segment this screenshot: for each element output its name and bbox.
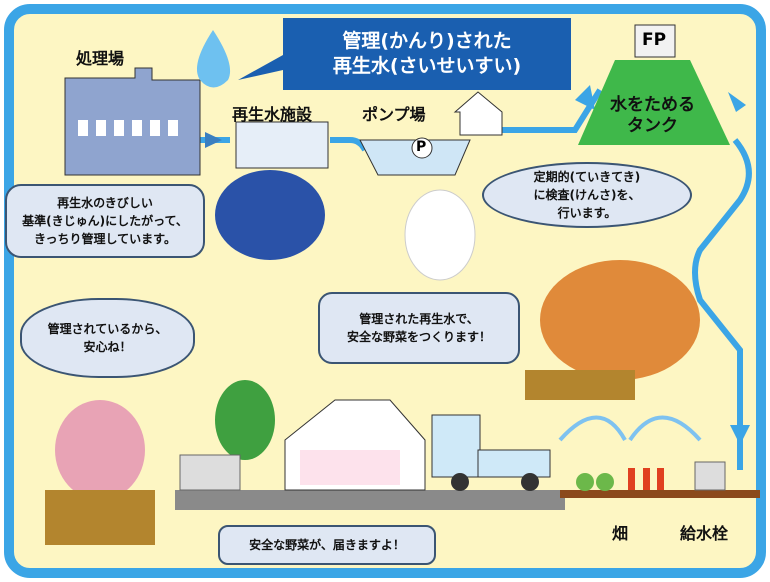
facility-workers bbox=[215, 170, 325, 260]
water-pipe-to-field bbox=[692, 138, 752, 470]
arrow-icon bbox=[205, 132, 222, 148]
tank-label-line: タンク bbox=[627, 116, 678, 137]
bubble-line: 管理された再生水で、 bbox=[359, 312, 479, 326]
label-hydrant: 給水栓 bbox=[680, 524, 729, 543]
bubble-line: 再生水のきびしい bbox=[57, 196, 153, 210]
bubble-line: に検査(けんさ)を、 bbox=[533, 188, 641, 202]
pump-marker: P bbox=[416, 139, 427, 155]
bubble-line: 安心ね！ bbox=[83, 340, 132, 354]
consumer bbox=[55, 400, 145, 500]
sprinkler-water bbox=[558, 415, 702, 442]
tank-label: 水をためる タンク bbox=[590, 95, 715, 138]
truck bbox=[431, 414, 481, 478]
factory-windows bbox=[78, 120, 178, 136]
pump-house bbox=[453, 91, 503, 136]
bubble-line: 安全な野菜が、届きますよ！ bbox=[249, 538, 405, 552]
water-tank bbox=[578, 60, 730, 145]
arrow-icon bbox=[575, 85, 595, 110]
bubble-delivery: 安全な野菜が、届きますよ！ bbox=[218, 525, 436, 565]
hydrant-box bbox=[694, 461, 726, 491]
crops bbox=[576, 468, 664, 491]
label-treatment-plant: 処理場 bbox=[76, 49, 125, 68]
bubble-line: 基準(きじゅん)にしたがって、 bbox=[22, 214, 188, 228]
bubble-consumer: 管理されているから、安心ね！ bbox=[20, 298, 195, 378]
label-pump-station: ポンプ場 bbox=[362, 105, 426, 124]
fp-marker: FP bbox=[642, 30, 667, 50]
road bbox=[175, 490, 565, 510]
arrow-icon bbox=[730, 425, 750, 445]
title-line: 管理(かんり)された bbox=[342, 30, 512, 53]
cashier bbox=[215, 380, 275, 460]
bubble-line: 定期的(ていきてき) bbox=[533, 170, 641, 184]
bubble-line: 管理されているから、 bbox=[47, 322, 168, 336]
title-box: 管理(かんり)された 再生水(さいせいすい) bbox=[283, 18, 571, 90]
farmers bbox=[540, 260, 700, 380]
inspector bbox=[404, 189, 476, 281]
consumer-basket bbox=[45, 490, 155, 545]
arrow-icon bbox=[728, 92, 746, 112]
title-line: 再生水(さいせいすい) bbox=[332, 55, 522, 77]
bubble-line: 行います。 bbox=[557, 206, 617, 220]
bubble-farmer: 管理された再生水で、安全な野菜をつくります！ bbox=[318, 292, 520, 364]
bubble-facility: 再生水のきびしい基準(きじゅん)にしたがって、きっちり管理しています。 bbox=[5, 184, 205, 258]
bubble-line: きっちり管理しています。 bbox=[34, 232, 176, 246]
reclaimed-water-facility bbox=[235, 121, 329, 169]
bubble-inspection: 定期的(ていきてき) に検査(けんさ)を、行います。 bbox=[482, 162, 692, 228]
register bbox=[179, 454, 241, 491]
water-drop-mascot bbox=[196, 30, 231, 88]
bubble-line: 安全な野菜をつくります！ bbox=[346, 330, 491, 344]
tank-label-line: 水をためる bbox=[610, 95, 695, 115]
pump-basin bbox=[359, 139, 471, 176]
vegetable-basket bbox=[525, 370, 635, 400]
label-field: 畑 bbox=[612, 524, 629, 543]
field-soil bbox=[560, 490, 760, 498]
label-reclaimed-facility: 再生水施設 bbox=[232, 105, 313, 124]
